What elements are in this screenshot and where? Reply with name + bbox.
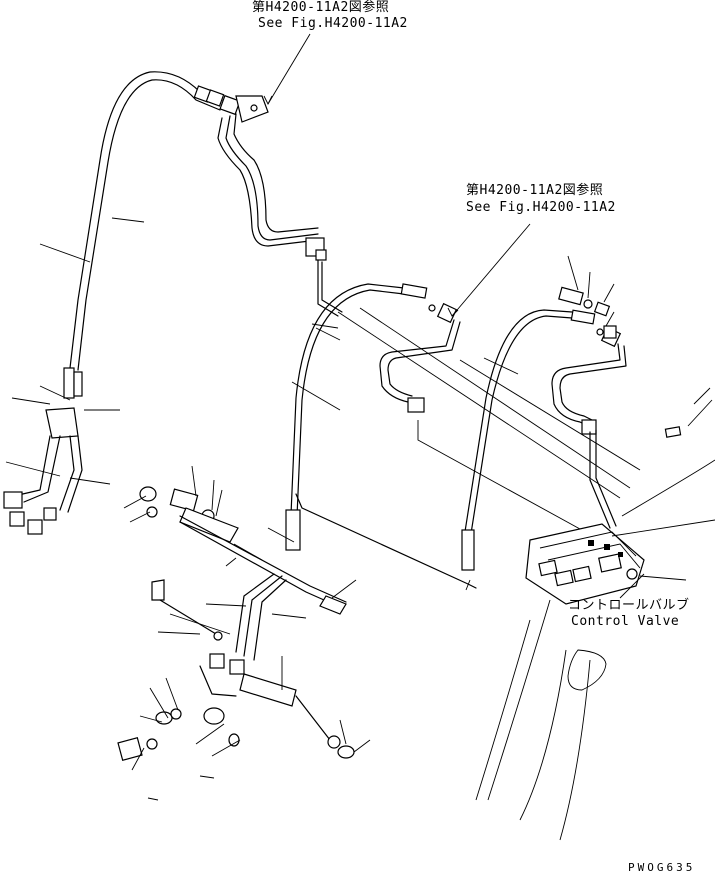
leader-lines (5, 33, 687, 771)
pilot-tube-center (217, 113, 343, 317)
hose-mid-left (285, 283, 461, 551)
reference-note-mid-en: See Fig.H4200-11A2 (466, 200, 616, 215)
control-valve-label-jp: コントロールバルブ (568, 598, 690, 613)
reference-note-mid-jp: 第H4200-11A2図参照 (466, 183, 604, 198)
right-frame-outline (475, 387, 715, 841)
upper-right-fittings (558, 286, 617, 339)
left-lever-assembly (3, 367, 83, 535)
pilot-tube-left-loop (69, 71, 223, 371)
reference-note-top-en: See Fig.H4200-11A2 (258, 16, 408, 31)
control-valve-label-en: Control Valve (571, 614, 680, 629)
drawing-code: PWOG635 (628, 861, 696, 874)
top-fitting-cluster (193, 85, 269, 123)
frame-bar (337, 307, 641, 541)
hose-mid-right (461, 309, 627, 591)
control-valve-body (525, 523, 645, 605)
reference-note-top-jp: 第H4200-11A2図参照 (252, 0, 390, 15)
lower-linkage (117, 486, 477, 801)
